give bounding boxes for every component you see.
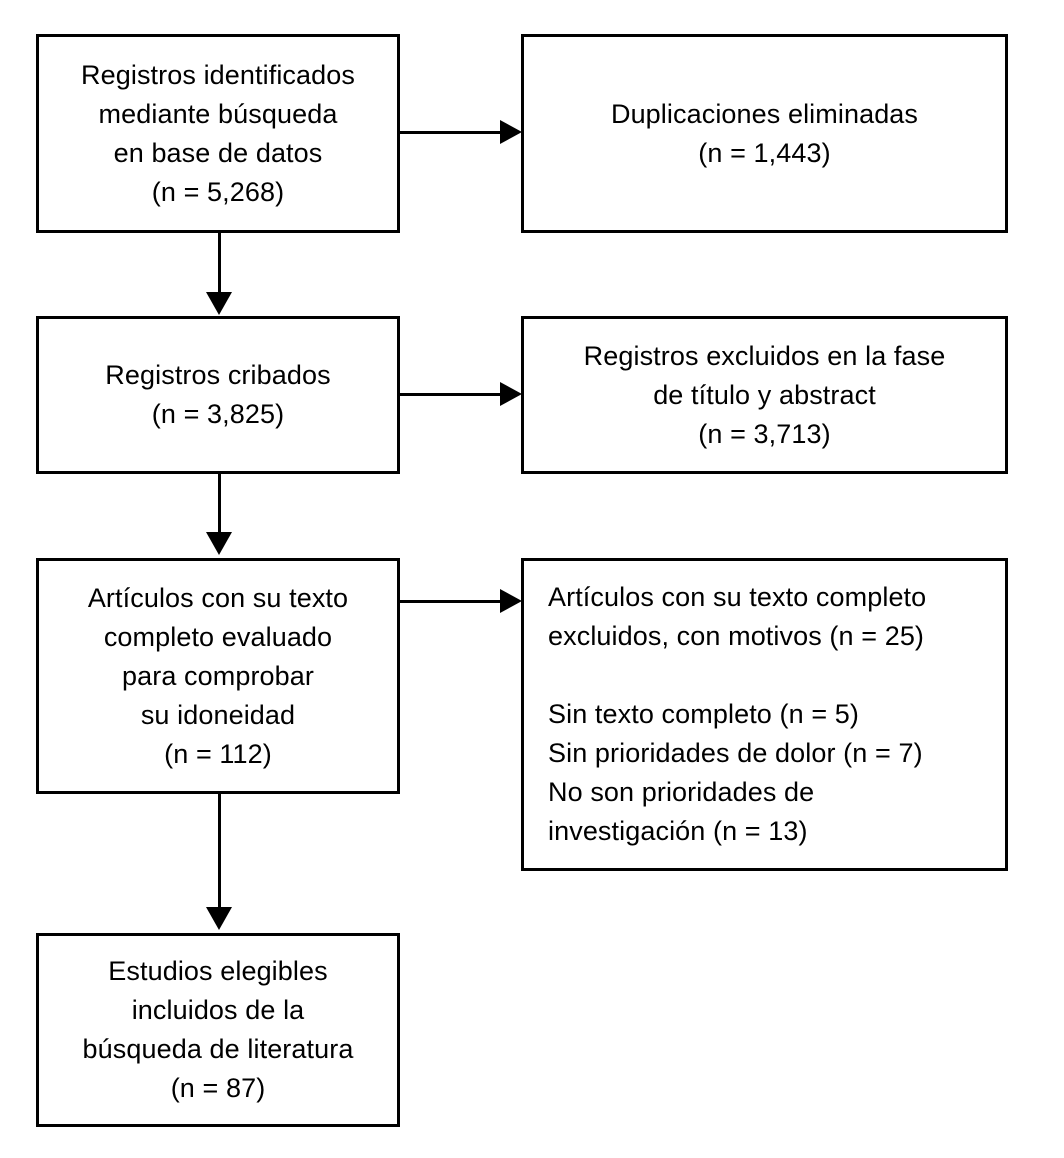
arrow-identified-to-screened-line [218,233,221,295]
arrow-fulltext-to-excluded-reasons-head-icon [500,589,522,613]
node-text-line: Artículos con su texto completo [548,582,927,612]
node-text-line: Registros identificados [81,59,355,90]
node-studies-included: Estudios elegibles incluidos de la búsqu… [36,933,400,1127]
arrow-screened-to-excluded-title-line [400,393,502,396]
node-text-line: su idoneidad [140,699,296,730]
node-text-line: No son prioridades de [548,777,815,807]
node-text-line: (n = 87) [170,1073,266,1103]
node-text-line: búsqueda de literatura [82,1034,354,1064]
node-text-line: en base de datos [113,137,323,168]
node-text-line: Artículos con su texto [87,582,349,613]
node-text-line: mediante búsqueda [98,98,338,129]
arrow-identified-to-screened-head-icon [206,292,232,315]
arrow-fulltext-to-included-line [218,794,221,910]
node-text-line: excluidos, con motivos (n = 25) [548,621,925,651]
node-text-line: Sin texto completo (n = 5) [548,699,860,729]
arrow-fulltext-to-excluded-reasons-line [400,600,502,603]
arrow-screened-to-fulltext-head-icon [206,532,232,555]
arrow-identified-to-duplicates-head-icon [500,120,522,144]
node-records-excluded-title-abstract: Registros excluidos en la fase de título… [521,316,1008,474]
node-text-line: (n = 3,713) [698,418,831,449]
node-text-line: investigación (n = 13) [548,816,808,846]
node-text-line: (n = 112) [164,738,272,769]
node-text-line: de título y abstract [653,379,876,410]
node-text-line: Estudios elegibles [108,956,328,986]
arrow-screened-to-excluded-title-head-icon [500,382,522,406]
node-text-line: incluidos de la [131,995,305,1025]
node-fulltext-excluded-with-reasons: Artículos con su texto completo excluido… [521,558,1008,871]
node-text-line: Registros cribados [105,360,331,390]
node-text-line: (n = 5,268) [151,176,285,207]
node-records-identified: Registros identificados mediante búsqued… [36,34,400,233]
node-text-line: (n = 1,443) [698,137,831,168]
node-text-line: completo evaluado [103,621,333,652]
node-duplicates-removed: Duplicaciones eliminadas (n = 1,443) [521,34,1008,233]
arrow-fulltext-to-included-head-icon [206,907,232,930]
node-text-line: Registros excluidos en la fase [583,340,946,371]
node-text-line: Sin prioridades de dolor (n = 7) [548,738,923,768]
node-fulltext-assessed: Artículos con su texto completo evaluado… [36,558,400,794]
node-records-screened: Registros cribados (n = 3,825) [36,316,400,474]
arrow-screened-to-fulltext-line [218,474,221,535]
arrow-identified-to-duplicates-line [400,131,502,134]
node-text-line: (n = 3,825) [151,399,285,429]
node-text-line: Duplicaciones eliminadas [610,98,919,129]
node-text-line: para comprobar [122,660,314,691]
